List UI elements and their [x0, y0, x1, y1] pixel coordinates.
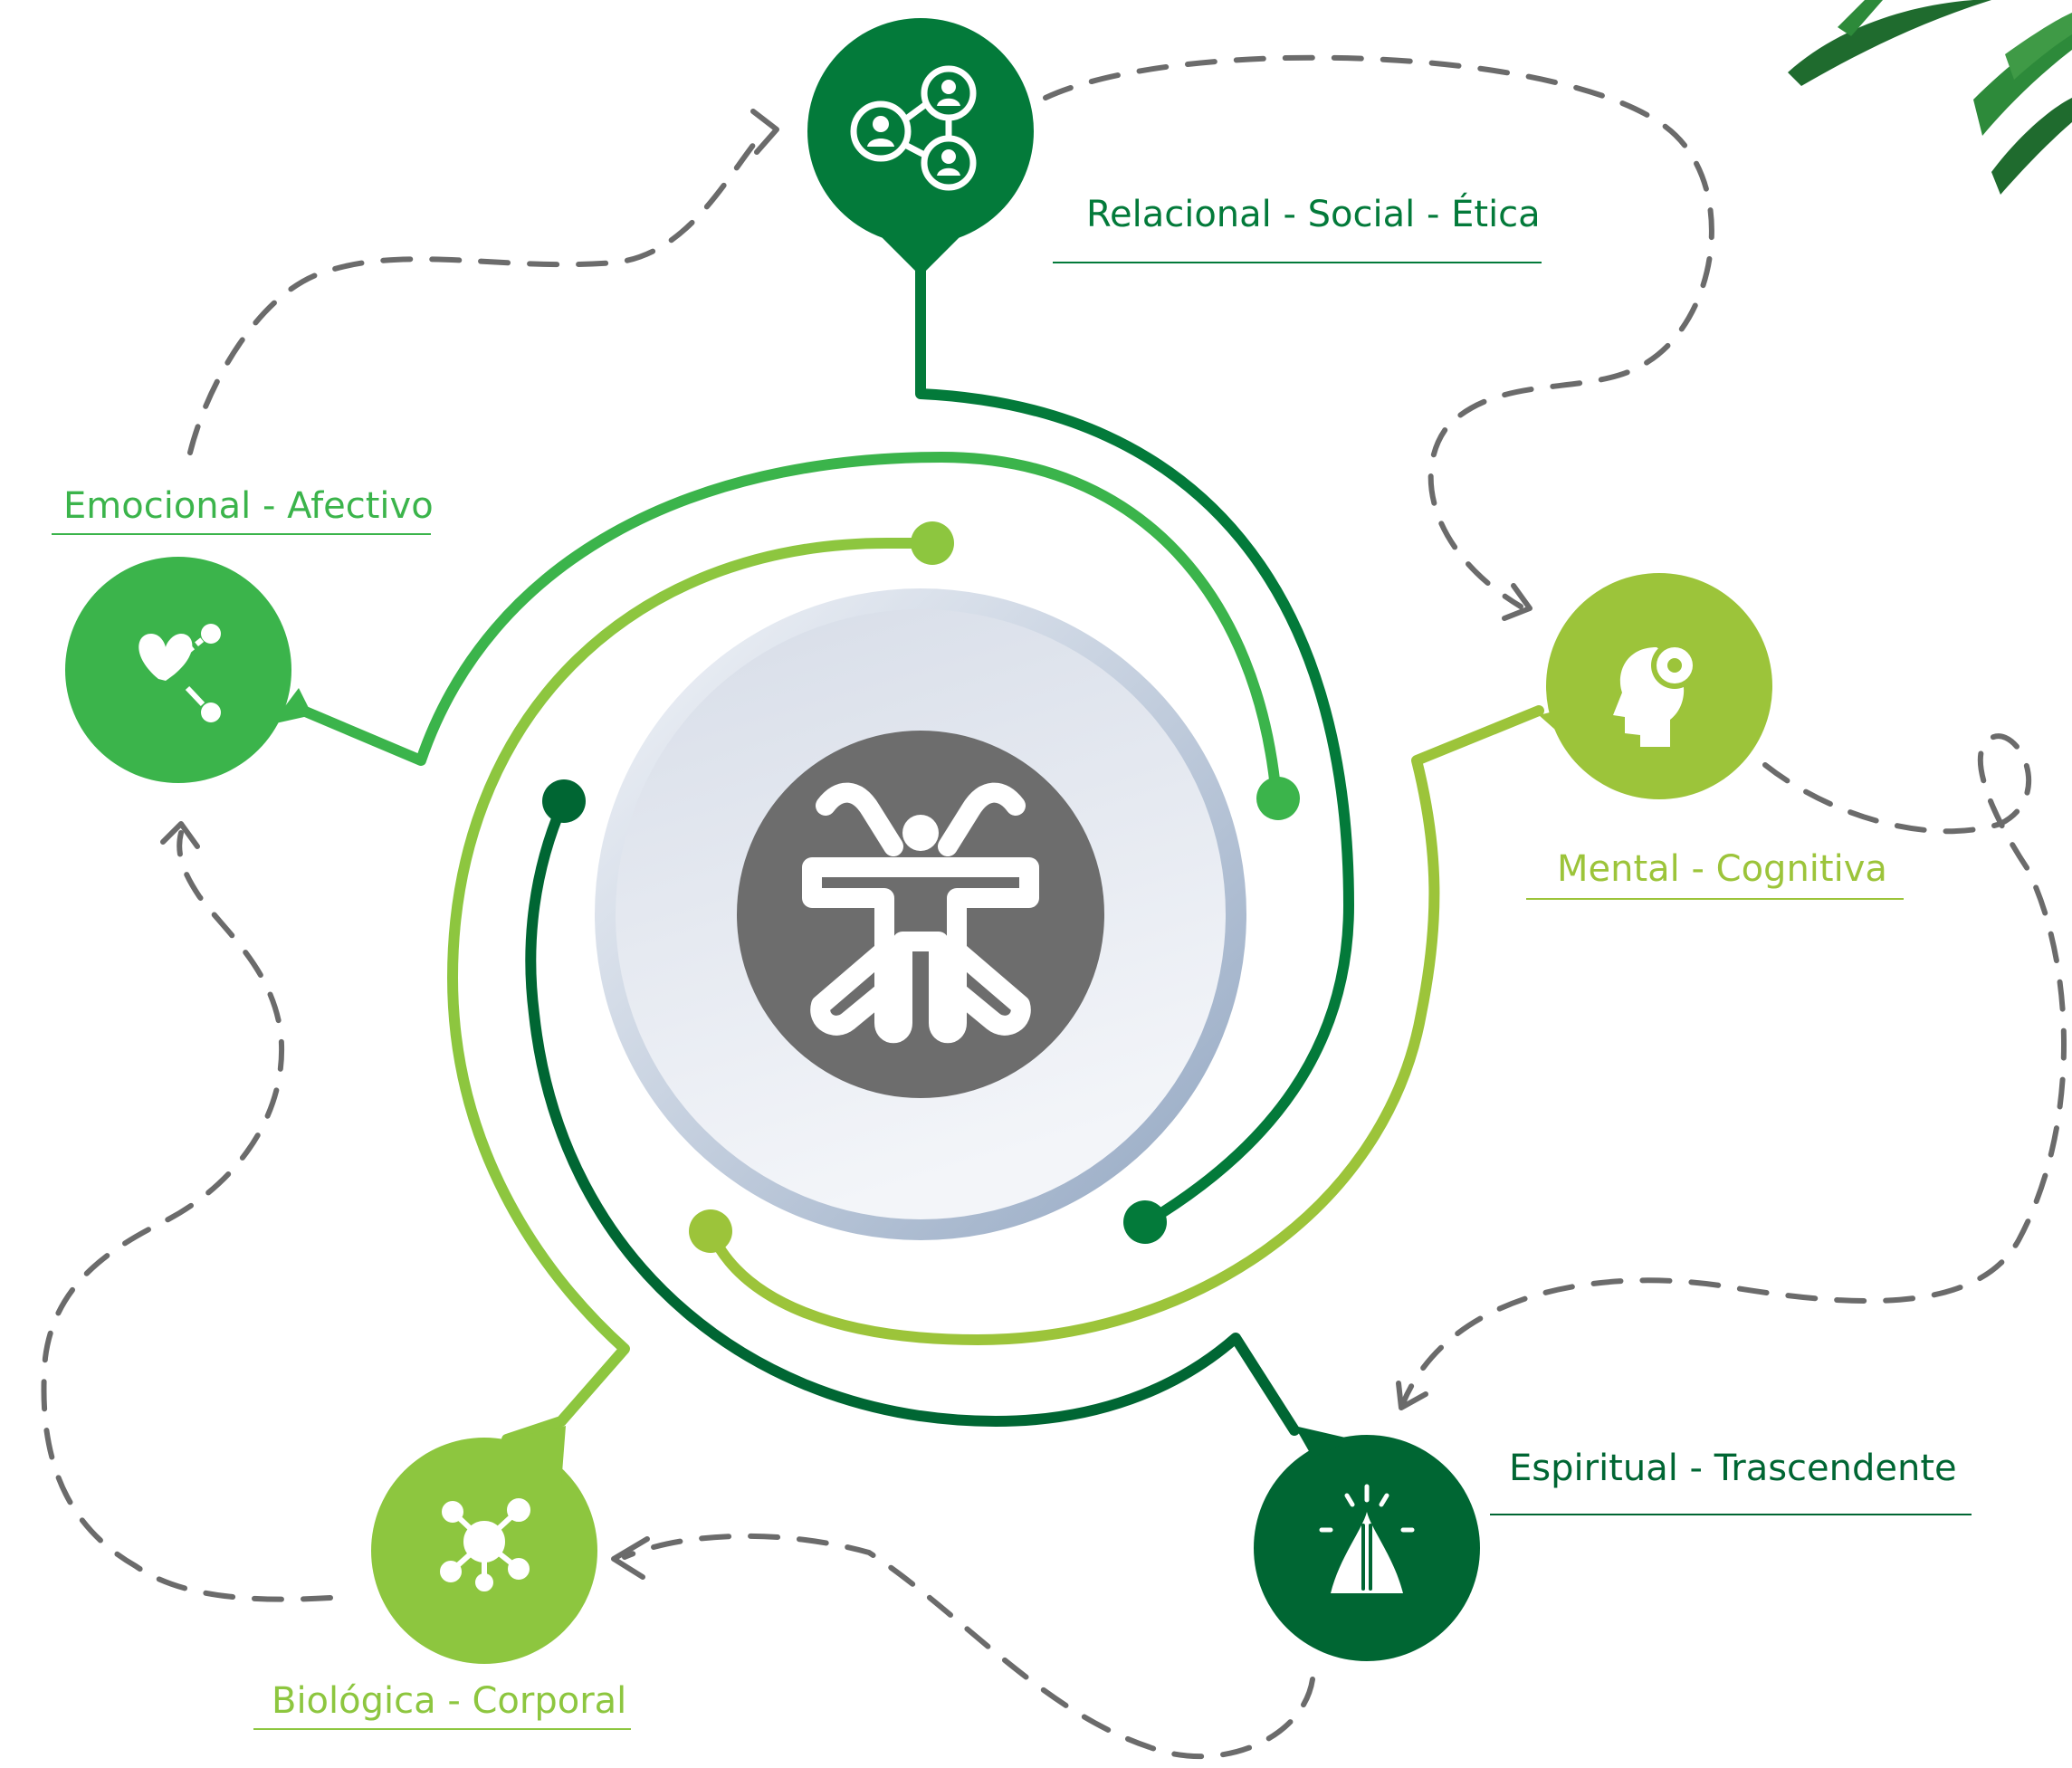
people-network-icon [850, 65, 977, 191]
head-gear-icon [1613, 642, 1698, 747]
label-relacional: Relacional - Social - Ética [1086, 192, 1541, 235]
palm-leaves-decoration [1788, 0, 2072, 195]
node-relacional[interactable] [807, 18, 1034, 276]
circuit-dots [542, 521, 1300, 1253]
heart-share-icon [138, 624, 221, 722]
node-mental[interactable] [1539, 573, 1772, 799]
label-biologica: Biológica - Corporal [272, 1680, 626, 1722]
praying-hands-icon [1319, 1484, 1415, 1593]
dashed-flow-arrows [41, 54, 2067, 1760]
label-emocional: Emocional - Afectivo [63, 485, 434, 527]
center-disc [595, 588, 1246, 1240]
vitruvian-person-icon [802, 782, 1039, 1044]
label-espiritual: Espiritual - Trascendente [1509, 1448, 1957, 1489]
label-underlines [52, 262, 1972, 1730]
node-biologica[interactable] [371, 1426, 597, 1664]
center-icon-badge [737, 731, 1104, 1098]
label-mental: Mental - Cognitiva [1557, 848, 1887, 890]
circuit-lines [298, 253, 1544, 1445]
node-espiritual[interactable] [1254, 1426, 1480, 1661]
arrowheads [160, 109, 1533, 1580]
molecule-icon [440, 1498, 530, 1591]
node-emocional[interactable] [65, 557, 312, 783]
